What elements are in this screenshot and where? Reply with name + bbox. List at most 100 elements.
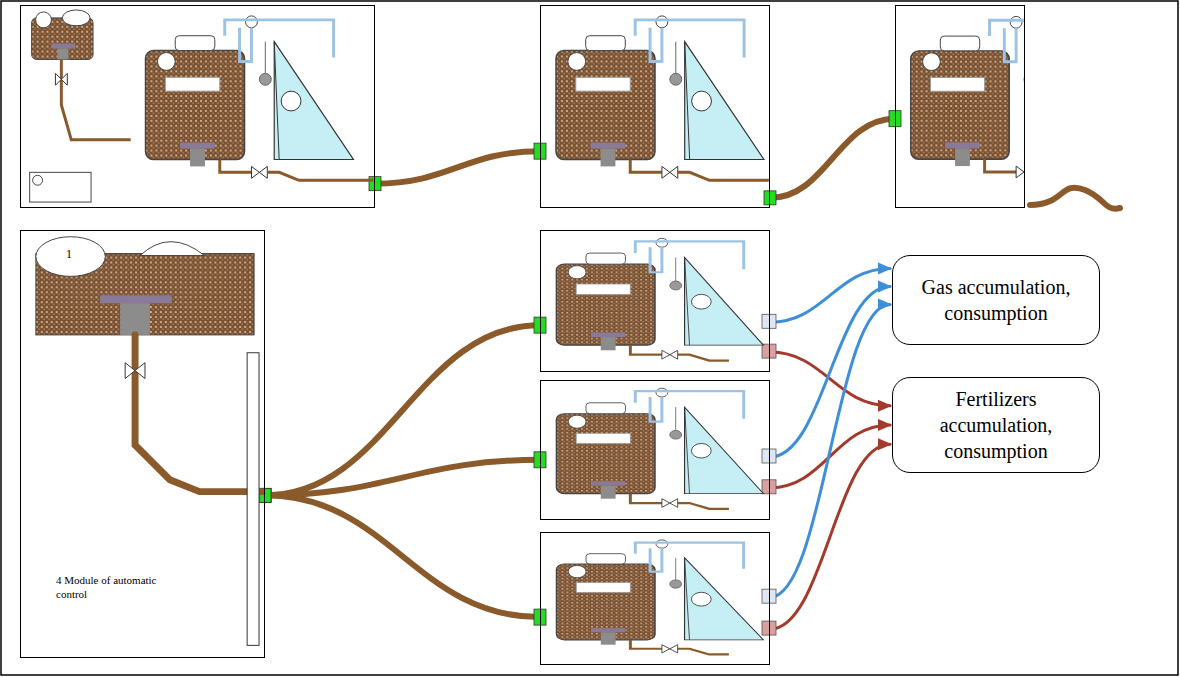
tank-group [556, 16, 769, 180]
callout-circle [691, 443, 711, 458]
module-illustration [541, 381, 769, 519]
tank-plate [576, 284, 630, 294]
module-illustration [21, 6, 374, 207]
outlet-connector [762, 589, 776, 603]
outlet-pipe [985, 159, 1017, 172]
gauge [656, 16, 668, 28]
float-rod [265, 42, 266, 74]
outlet-pipe [1030, 188, 1120, 209]
outlet-connector [762, 344, 776, 358]
callout-circle [568, 415, 586, 428]
outlet-pipe [630, 345, 662, 355]
gauge [656, 388, 668, 397]
callout-circle [691, 294, 711, 309]
callout-number: 1 [66, 248, 72, 260]
flow-arrow [770, 287, 890, 458]
stirrer-motor [120, 303, 150, 335]
outlet-connector [762, 621, 776, 635]
stirrer-bar [591, 628, 625, 632]
callout-circle [692, 91, 712, 111]
gauge [656, 540, 668, 548]
tank-lid [586, 554, 625, 564]
outlet-pipe [678, 172, 769, 180]
tank-plate [576, 77, 630, 91]
gas-holder [685, 258, 764, 346]
stirrer-motor [601, 149, 616, 167]
tank-plate [576, 583, 630, 593]
tank-plate [576, 433, 630, 443]
control-module: 4 Module of automatic control [20, 230, 265, 658]
gas-holder [685, 407, 764, 493]
stirrer-bar [945, 142, 979, 148]
tank-group [557, 540, 764, 654]
callout-circle [36, 12, 52, 28]
tank-group [911, 16, 1024, 179]
water-seal [240, 28, 252, 62]
tank-lid [586, 253, 625, 264]
gas-holder [685, 42, 764, 160]
outlet-pipe [267, 172, 373, 180]
digester-tank [556, 51, 655, 160]
valve [1016, 166, 1024, 178]
valve [662, 350, 678, 359]
digester-tank [556, 414, 655, 494]
gas-holder-edge [685, 407, 690, 493]
callout-circle [281, 91, 301, 111]
valve [55, 73, 67, 85]
water-seal [650, 247, 662, 272]
water-seal [650, 28, 662, 62]
callout-circle [33, 175, 43, 185]
gas-tube [990, 20, 1024, 57]
gauge [246, 16, 258, 28]
gas-holder [685, 558, 764, 640]
stirrer-motor [601, 486, 616, 499]
digester-tank [146, 51, 245, 160]
flow-arrow [770, 352, 890, 406]
tank-group [146, 16, 374, 180]
tank-lid [940, 36, 979, 51]
gas-holder-edge [685, 258, 690, 346]
float [670, 430, 682, 439]
stirrer-bar [180, 143, 215, 149]
gas-holder [274, 42, 353, 160]
tank-plate [930, 77, 984, 91]
module-illustration [541, 6, 769, 207]
gas-holder-edge [274, 42, 279, 160]
control-plate [30, 172, 91, 202]
feed-pipe [61, 59, 130, 139]
valve [662, 645, 678, 653]
callout-circle [691, 592, 711, 606]
gauge [1010, 16, 1022, 28]
slurry-pipe [375, 151, 540, 183]
outlet-pipe [678, 355, 729, 361]
float [670, 73, 682, 85]
biogas-module [540, 380, 770, 520]
float-rod [675, 42, 676, 74]
outlet-pipe [678, 503, 729, 509]
float [670, 281, 682, 290]
control-rail [247, 353, 259, 646]
valve [662, 499, 678, 508]
outlet-connector [762, 314, 776, 328]
tank-lid [175, 36, 215, 51]
stirrer-motor [57, 49, 68, 60]
stirrer-bar [51, 44, 75, 49]
tank-lid [586, 36, 626, 51]
stirrer-bar [100, 295, 171, 303]
module-illustration [541, 231, 769, 371]
pipe-connector [764, 191, 776, 205]
water-seal [650, 548, 662, 571]
biogas-module [540, 5, 770, 208]
gauge [656, 238, 668, 247]
callout-circle [36, 237, 105, 277]
slurry-pipe [770, 119, 895, 198]
biogas-module [20, 5, 375, 208]
tank-plate [165, 77, 219, 91]
module-illustration [896, 6, 1024, 207]
flow-arrow [770, 444, 890, 629]
float [259, 73, 271, 85]
tank-lid [586, 403, 625, 414]
module-caption: 4 Module of automatic control [56, 574, 168, 602]
float [670, 580, 682, 588]
